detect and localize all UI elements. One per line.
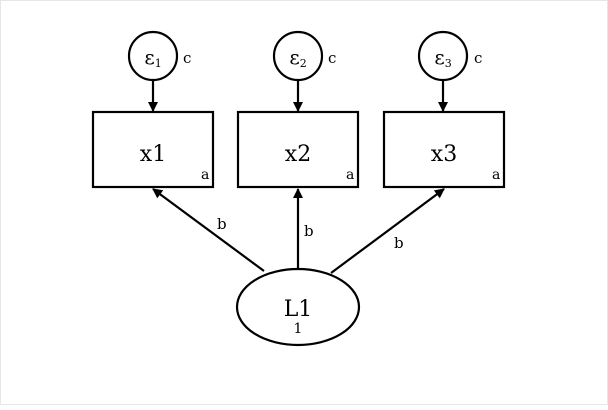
observed-label-x2: x2 <box>285 142 311 167</box>
observed-node-x3: x3 a <box>382 110 506 189</box>
svg-text:ε1: ε1 <box>144 45 161 70</box>
observed-intercept-x1: a <box>201 167 209 183</box>
error-constraint-1: c <box>183 49 191 67</box>
latent-label: L1 <box>284 297 313 322</box>
svg-text:ε2: ε2 <box>289 45 306 70</box>
observed-node-x2: x2 a <box>236 110 360 189</box>
error-symbol-3: ε <box>434 45 444 69</box>
observed-label-x1: x1 <box>140 142 166 167</box>
observed-intercept-x2: a <box>346 167 354 183</box>
error-index-2: 2 <box>300 57 307 70</box>
latent-node-l1: L1 1 <box>235 267 361 347</box>
svg-text:ε3: ε3 <box>434 45 451 70</box>
observed-intercept-x3: a <box>492 167 500 183</box>
error-node-3: ε3 c <box>417 30 482 82</box>
error-node-2: ε2 c <box>272 30 336 82</box>
observed-node-x1: x1 a <box>91 110 215 189</box>
error-index-3: 3 <box>445 57 452 70</box>
loading-arrow-x1 <box>152 188 265 272</box>
observed-box-x2 <box>236 110 360 189</box>
latent-ellipse <box>235 267 361 347</box>
error-symbol-2: ε <box>289 45 299 69</box>
error-index-1: 1 <box>155 57 162 70</box>
loading-label-x1: b <box>217 215 227 233</box>
loading-arrow-x3 <box>330 188 445 274</box>
error-symbol-1: ε <box>144 45 154 69</box>
error-constraint-3: c <box>474 49 482 67</box>
error-node-1: ε1 c <box>127 30 191 82</box>
latent-variance: 1 <box>294 321 303 337</box>
loading-label-x2: b <box>304 222 314 240</box>
observed-box-x3 <box>382 110 506 189</box>
error-constraint-2: c <box>328 49 336 67</box>
loading-label-x3: b <box>394 234 404 252</box>
observed-label-x3: x3 <box>431 142 457 167</box>
observed-box-x1 <box>91 110 215 189</box>
